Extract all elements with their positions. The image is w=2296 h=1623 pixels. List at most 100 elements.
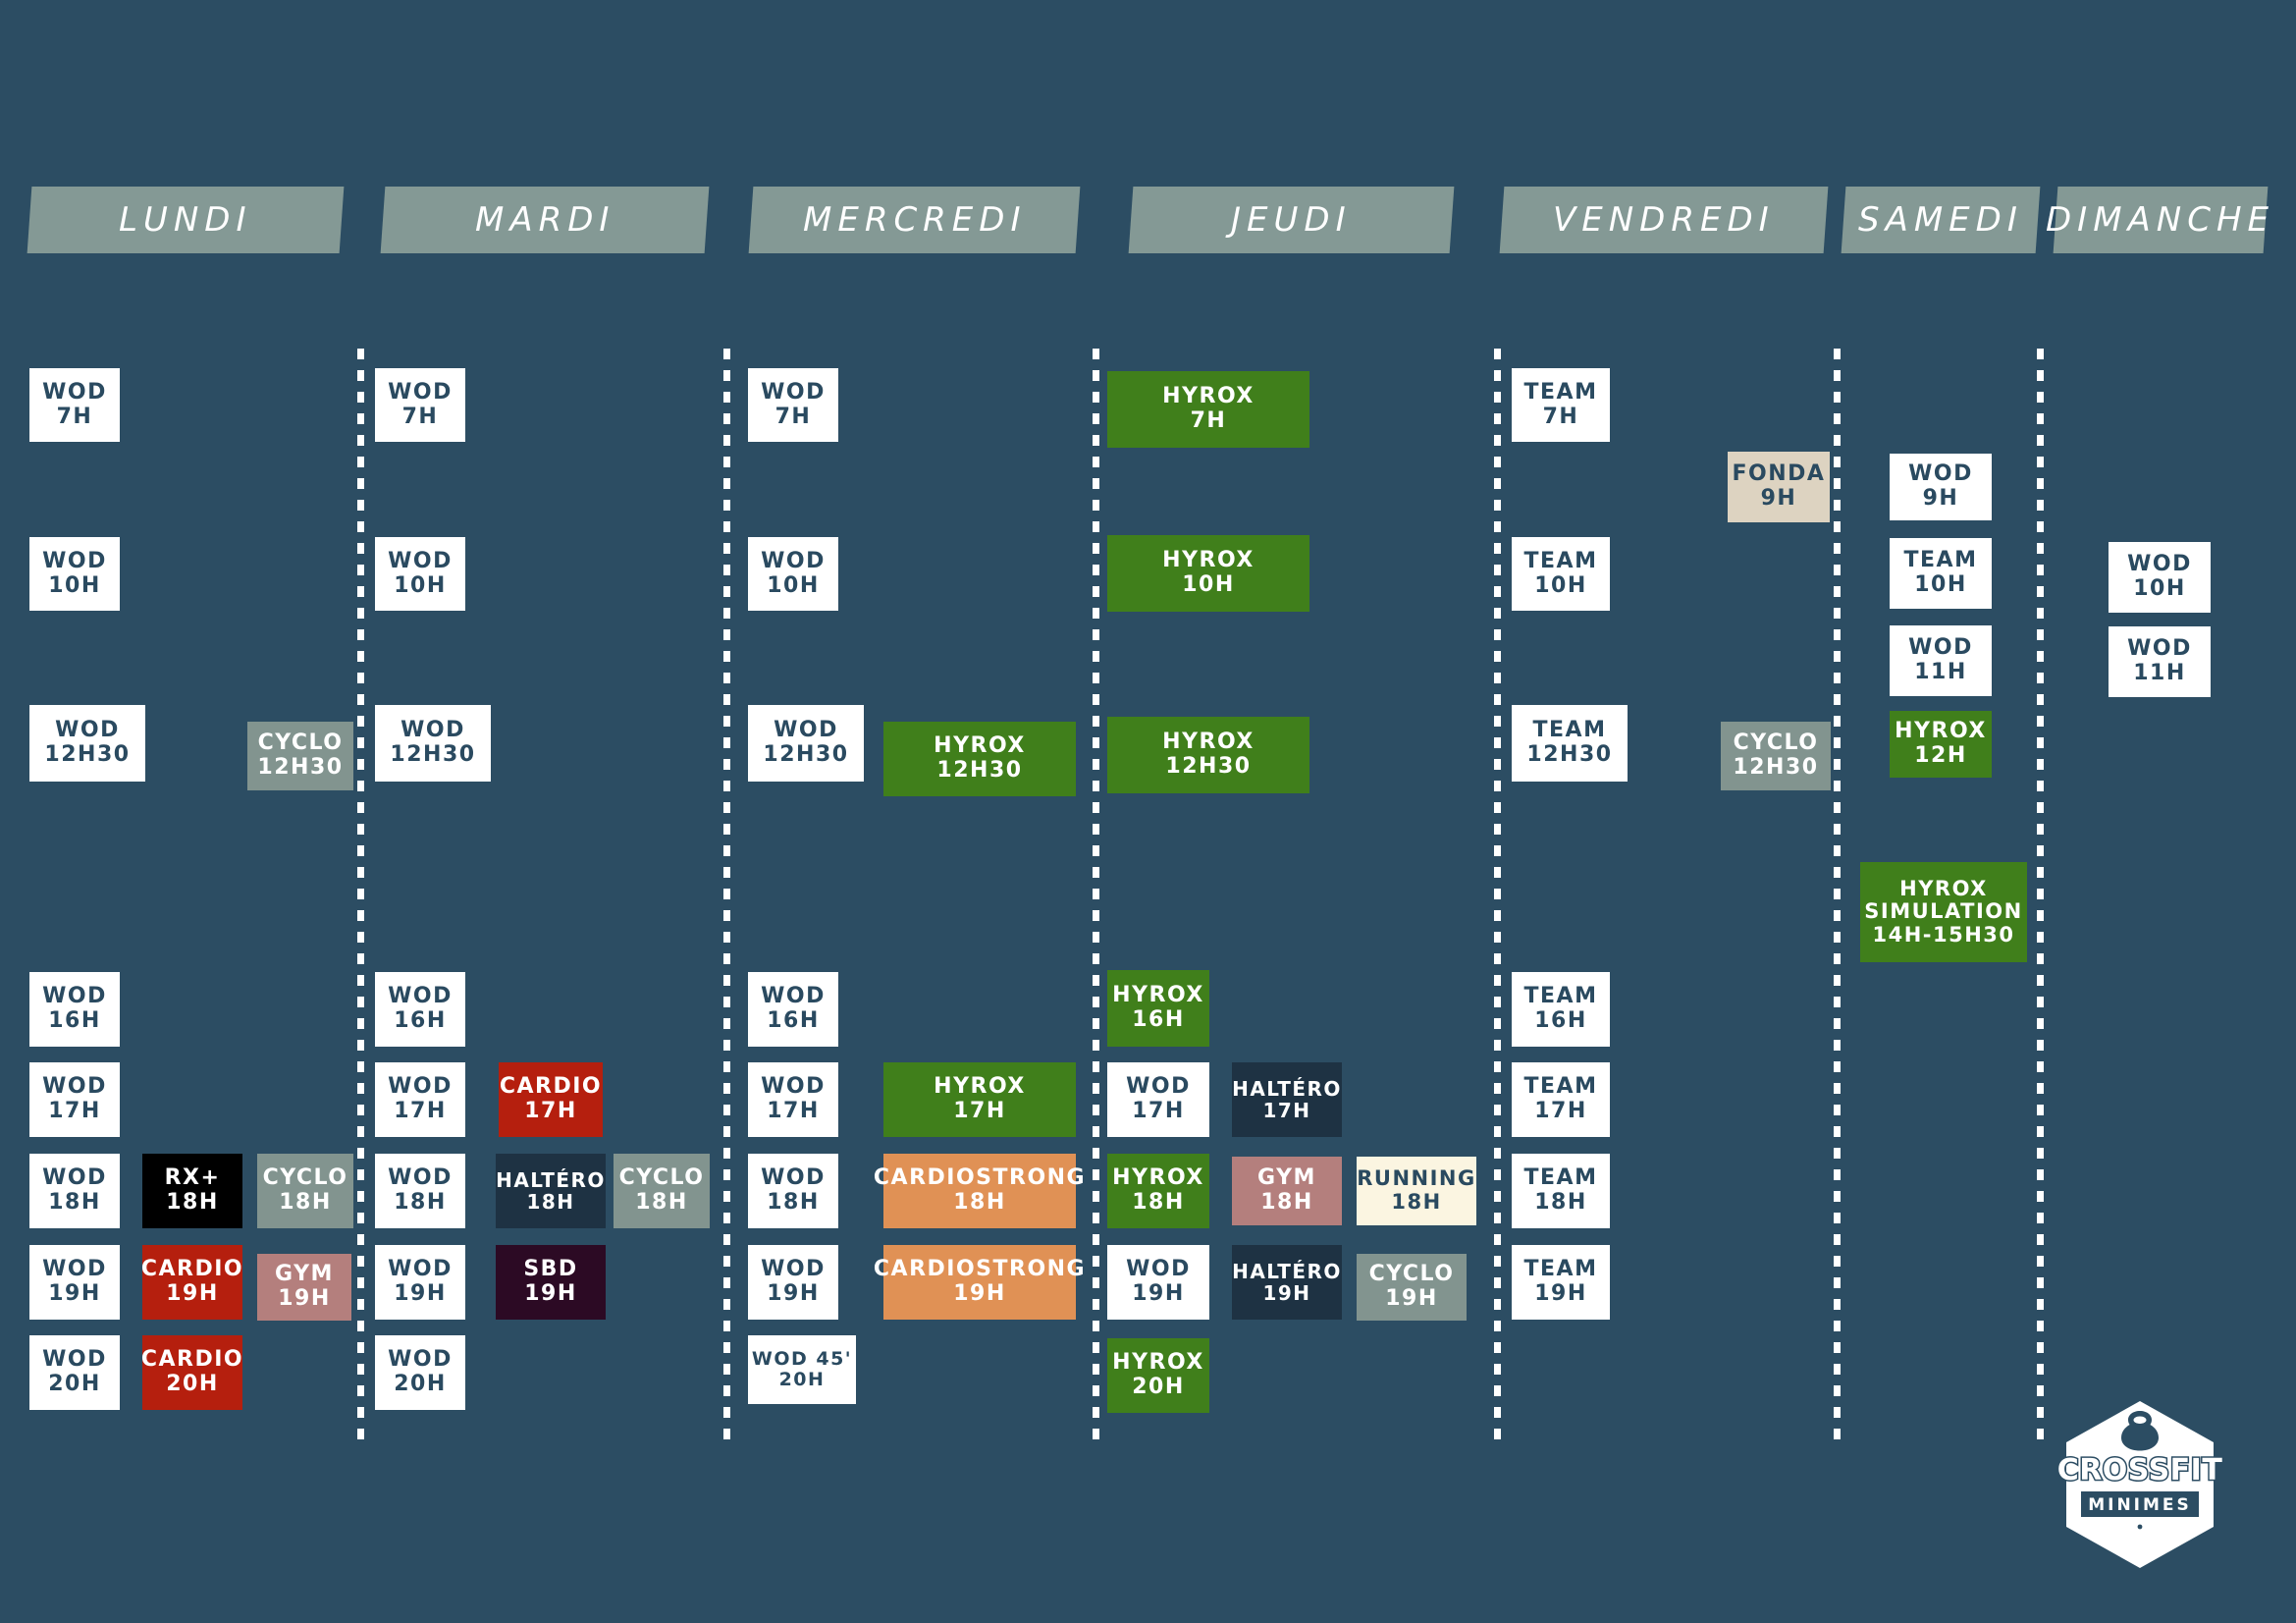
class-time: 19H xyxy=(953,1281,1006,1306)
class-block-mardi-wod-18h[interactable]: WOD 18H xyxy=(375,1154,465,1228)
class-block-jeudi-wod-19h[interactable]: WOD 19H xyxy=(1107,1245,1209,1320)
class-block-mardi-wod-16h[interactable]: WOD 16H xyxy=(375,972,465,1047)
class-block-lundi-cyclo-12h30[interactable]: CYCLO 12H30 xyxy=(247,722,353,790)
class-block-mercredi-wod-19h[interactable]: WOD 19H xyxy=(748,1245,838,1320)
class-block-samedi-hyrox-12h[interactable]: HYROX 12H xyxy=(1890,711,1992,778)
class-block-lundi-wod-18h[interactable]: WOD 18H xyxy=(29,1154,120,1228)
class-block-samedi-wod-11h[interactable]: WOD 11H xyxy=(1890,625,1992,696)
class-block-vendredi-team-17h[interactable]: TEAM 17H xyxy=(1512,1062,1610,1137)
class-block-mardi-wod-19h[interactable]: WOD 19H xyxy=(375,1245,465,1320)
class-block-mardi-wod-17h[interactable]: WOD 17H xyxy=(375,1062,465,1137)
class-block-jeudi-haltero-19h[interactable]: HALTÉRO 19H xyxy=(1232,1245,1342,1320)
class-block-jeudi-hyrox-18h[interactable]: HYROX 18H xyxy=(1107,1154,1209,1228)
class-block-mardi-cardio-17h[interactable]: CARDIO 17H xyxy=(499,1062,603,1137)
class-time: 19H xyxy=(394,1281,447,1306)
class-title: CYCLO xyxy=(618,1165,705,1191)
class-title: TEAM xyxy=(1532,718,1607,743)
class-block-mardi-wod-10h[interactable]: WOD 10H xyxy=(375,537,465,611)
class-block-lundi-cardio-19h[interactable]: CARDIO 19H xyxy=(141,1245,242,1320)
class-title: WOD xyxy=(42,1257,107,1282)
class-block-jeudi-hyrox-12h30[interactable]: HYROX 12H30 xyxy=(1107,717,1309,793)
logo-brand-text: CROSSFIT xyxy=(2057,1453,2223,1488)
class-time: 18H xyxy=(953,1190,1006,1215)
class-block-lundi-wod-10h[interactable]: WOD 10H xyxy=(29,537,120,611)
class-block-jeudi-haltero-17h[interactable]: HALTÉRO 17H xyxy=(1232,1062,1342,1137)
class-title: CYCLO xyxy=(1733,730,1819,756)
class-block-jeudi-wod-17h[interactable]: WOD 17H xyxy=(1107,1062,1209,1137)
class-title: TEAM xyxy=(1523,1074,1598,1100)
class-block-samedi-cyclo-12h30[interactable]: CYCLO 12H30 xyxy=(1721,722,1831,790)
class-block-samedi-hyrox-simulation[interactable]: HYROX SIMULATION 14H-15H30 xyxy=(1860,862,2027,962)
logo-location-text: MINIMES xyxy=(2088,1495,2192,1515)
class-block-mercredi-hyrox-17h[interactable]: HYROX 17H xyxy=(883,1062,1076,1137)
class-block-mercredi-cardiostrong-18h[interactable]: CARDIOSTRONG 18H xyxy=(874,1154,1085,1228)
class-block-dimanche-wod-10h[interactable]: WOD 10H xyxy=(2109,542,2211,613)
class-title: WOD xyxy=(388,984,453,1009)
class-title: CARDIOSTRONG xyxy=(873,1165,1087,1191)
class-block-mardi-sbd-19h[interactable]: SBD 19H xyxy=(496,1245,606,1320)
class-title: TEAM xyxy=(1903,548,1978,573)
class-block-vendredi-team-19h[interactable]: TEAM 19H xyxy=(1512,1245,1610,1320)
class-block-mardi-wod-12h30[interactable]: WOD 12H30 xyxy=(375,705,491,782)
class-block-mercredi-wod-18h[interactable]: WOD 18H xyxy=(748,1154,838,1228)
class-block-lundi-wod-17h[interactable]: WOD 17H xyxy=(29,1062,120,1137)
class-title: WOD xyxy=(388,548,453,573)
class-block-dimanche-wod-11h[interactable]: WOD 11H xyxy=(2109,626,2211,697)
class-block-lundi-cyclo-18h[interactable]: CYCLO 18H xyxy=(257,1154,353,1228)
class-title: WOD xyxy=(42,548,107,573)
class-block-jeudi-gym-18h[interactable]: GYM 18H xyxy=(1232,1157,1342,1225)
class-block-mercredi-wod-10h[interactable]: WOD 10H xyxy=(748,537,838,611)
class-block-jeudi-hyrox-16h[interactable]: HYROX 16H xyxy=(1107,970,1209,1047)
class-block-lundi-wod-20h[interactable]: WOD 20H xyxy=(29,1335,120,1410)
class-block-mercredi-hyrox-12h30[interactable]: HYROX 12H30 xyxy=(883,722,1076,796)
class-title: WOD xyxy=(1908,635,1973,661)
class-block-samedi-fonda-9h[interactable]: FONDA 9H xyxy=(1728,452,1830,522)
class-time: 17H xyxy=(524,1099,577,1123)
class-time: 12H30 xyxy=(44,742,131,767)
class-block-samedi-wod-9h[interactable]: WOD 9H xyxy=(1890,454,1992,520)
class-block-jeudi-running-18h[interactable]: RUNNING 18H xyxy=(1357,1157,1476,1225)
class-block-mercredi-wod-12h30[interactable]: WOD 12H30 xyxy=(748,705,864,782)
class-block-lundi-gym-19h[interactable]: GYM 19H xyxy=(257,1254,351,1321)
class-block-mardi-wod-7h[interactable]: WOD 7H xyxy=(375,368,465,442)
class-block-samedi-team-10h[interactable]: TEAM 10H xyxy=(1890,538,1992,609)
class-title: WOD xyxy=(42,1074,107,1100)
class-block-vendredi-team-10h[interactable]: TEAM 10H xyxy=(1512,537,1610,611)
class-title: WOD xyxy=(2127,636,2192,662)
class-block-mercredi-cardiostrong-19h[interactable]: CARDIOSTRONG 19H xyxy=(874,1245,1085,1320)
class-block-lundi-wod-16h[interactable]: WOD 16H xyxy=(29,972,120,1047)
class-block-vendredi-team-12h30[interactable]: TEAM 12H30 xyxy=(1512,705,1628,782)
class-title: RUNNING xyxy=(1357,1166,1476,1191)
class-block-mardi-haltero-18h[interactable]: HALTÉRO 18H xyxy=(496,1154,606,1228)
logo-banner-shape xyxy=(2081,1491,2199,1517)
class-block-lundi-wod-12h30[interactable]: WOD 12H30 xyxy=(29,705,145,782)
class-title: TEAM xyxy=(1523,984,1598,1009)
class-title: HYROX xyxy=(1162,730,1255,755)
class-title: CARDIOSTRONG xyxy=(873,1257,1087,1282)
class-block-lundi-rxplus-18h[interactable]: RX+ 18H xyxy=(142,1154,242,1228)
class-time: 11H xyxy=(2133,661,2186,685)
class-block-mercredi-wod-7h[interactable]: WOD 7H xyxy=(748,368,838,442)
class-title: HALTÉRO xyxy=(1232,1259,1342,1283)
class-block-mardi-cyclo-18h[interactable]: CYCLO 18H xyxy=(614,1154,710,1228)
class-block-jeudi-hyrox-10h[interactable]: HYROX 10H xyxy=(1107,535,1309,612)
class-block-vendredi-team-16h[interactable]: TEAM 16H xyxy=(1512,972,1610,1047)
class-title: HYROX xyxy=(1162,548,1255,573)
class-time: 12H30 xyxy=(936,758,1023,783)
class-time: 17H xyxy=(767,1099,820,1123)
class-time: 14H-15H30 xyxy=(1872,922,2015,947)
class-block-mardi-wod-20h[interactable]: WOD 20H xyxy=(375,1335,465,1410)
class-block-mercredi-wod-17h[interactable]: WOD 17H xyxy=(748,1062,838,1137)
class-block-jeudi-hyrox-20h[interactable]: HYROX 20H xyxy=(1107,1338,1209,1413)
class-block-jeudi-hyrox-7h[interactable]: HYROX 7H xyxy=(1107,371,1309,448)
class-block-vendredi-team-18h[interactable]: TEAM 18H xyxy=(1512,1154,1610,1228)
class-block-lundi-cardio-20h[interactable]: CARDIO 20H xyxy=(141,1335,242,1410)
class-block-lundi-wod-7h[interactable]: WOD 7H xyxy=(29,368,120,442)
class-block-lundi-wod-19h[interactable]: WOD 19H xyxy=(29,1245,120,1320)
class-block-mercredi-wod45-20h[interactable]: WOD 45' 20H xyxy=(748,1335,856,1404)
class-block-mercredi-wod-16h[interactable]: WOD 16H xyxy=(748,972,838,1047)
class-block-jeudi-cyclo-19h[interactable]: CYCLO 19H xyxy=(1357,1254,1467,1321)
class-title: WOD xyxy=(388,1257,453,1282)
class-block-vendredi-team-7h[interactable]: TEAM 7H xyxy=(1512,368,1610,442)
class-time: 10H xyxy=(394,572,447,598)
